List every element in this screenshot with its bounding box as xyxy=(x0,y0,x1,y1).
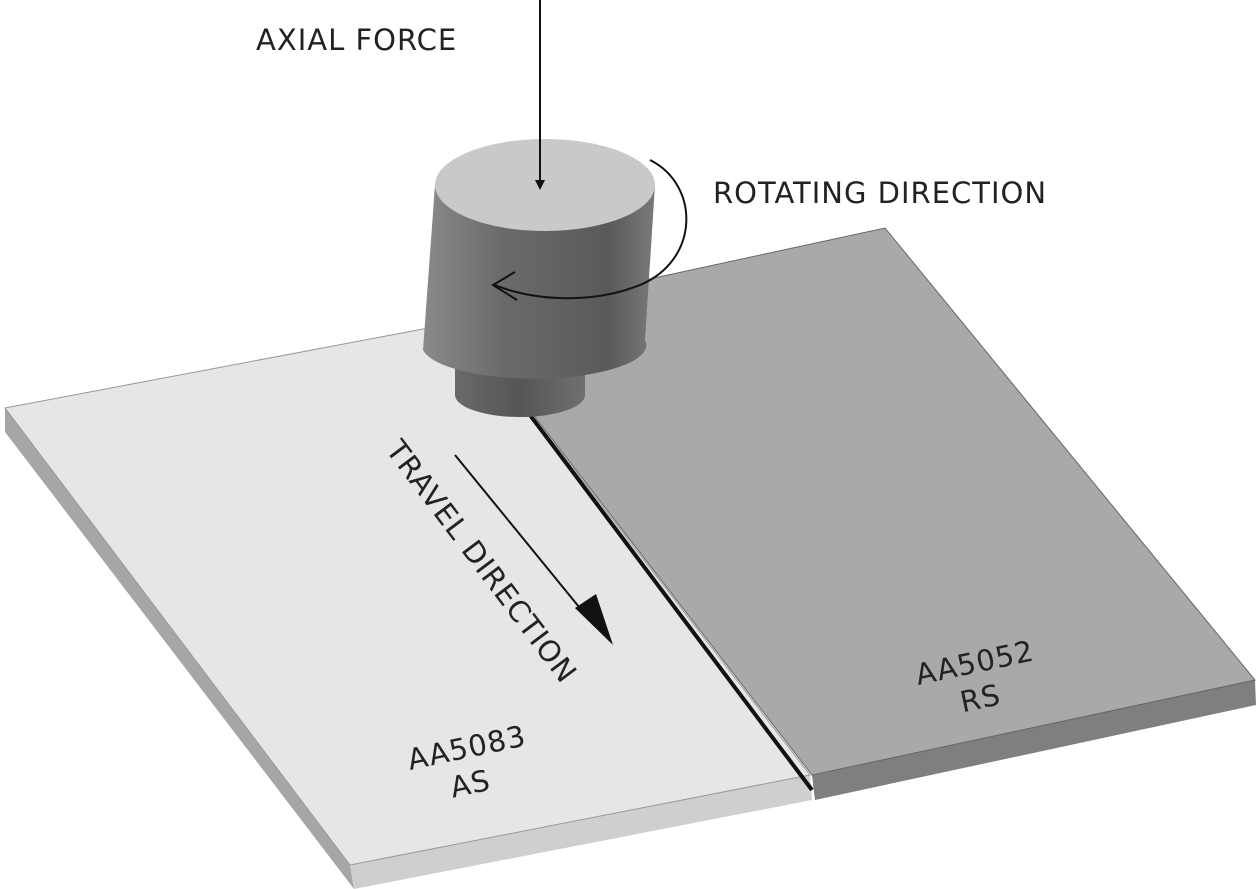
rotating-direction-arrow xyxy=(494,159,688,300)
axial-force-label: AXIAL FORCE xyxy=(256,23,457,57)
right-plate-top-face xyxy=(459,227,1256,776)
left-plate-front-face xyxy=(350,775,812,889)
left-plate-top-face xyxy=(4,321,811,866)
travel-arrow-head xyxy=(575,594,613,645)
right-plate-side-face xyxy=(812,680,1256,800)
left-plate-left-face xyxy=(5,408,354,889)
left-plate xyxy=(4,321,812,889)
right-plate xyxy=(459,227,1256,800)
rotating-arrow-head xyxy=(491,271,518,301)
right-plate-side: RS xyxy=(957,677,1004,719)
tool-top-face xyxy=(435,139,655,231)
travel-direction-arrow xyxy=(454,454,589,619)
fsw-tool xyxy=(423,139,655,417)
rotating-direction-label: ROTATING DIRECTION xyxy=(713,176,1047,210)
left-plate-side: AS xyxy=(447,763,493,805)
tool-shoulder-body xyxy=(423,185,655,379)
